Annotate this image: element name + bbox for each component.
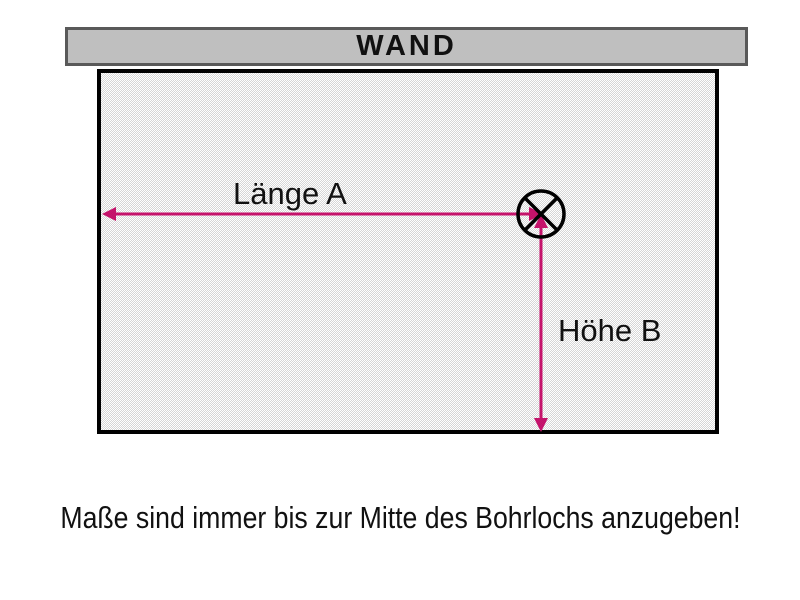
wall-header-bar: WAND xyxy=(65,27,748,66)
wall-header-label: WAND xyxy=(356,30,457,62)
wall-area xyxy=(97,69,719,434)
length-label: Länge A xyxy=(233,176,347,211)
height-label: Höhe B xyxy=(558,313,662,348)
caption: Maße sind immer bis zur Mitte des Bohrlo… xyxy=(0,500,800,536)
caption-text: Maße sind immer bis zur Mitte des Bohrlo… xyxy=(59,500,741,535)
